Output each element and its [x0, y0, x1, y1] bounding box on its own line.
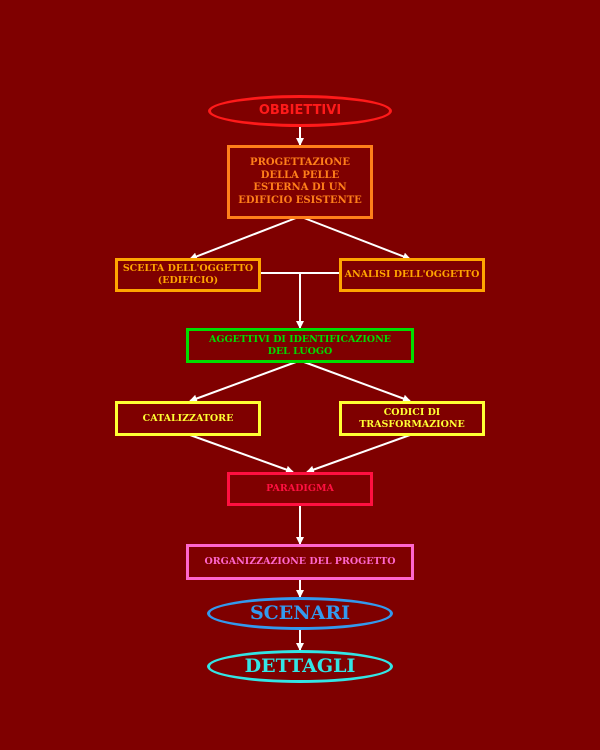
- arrow-catalizzatore-to-paradigma: [189, 434, 294, 474]
- node-codici: CODICI DI TRASFORMAZIONE: [339, 401, 485, 436]
- arrow-progettazione-to-scelta: [189, 217, 297, 261]
- node-analisi: ANALISI DELL'OGGETTO: [339, 258, 485, 292]
- node-catalizzatore-label: CATALIZZATORE: [142, 412, 234, 424]
- node-scenari-label: SCENARI: [249, 601, 351, 624]
- node-aggettivi-label: AGGETTIVI DI IDENTIFICAZIONE DEL LUOGO: [208, 333, 391, 357]
- node-progettazione: PROGETTAZIONE DELLA PELLE ESTERNA DI UN …: [227, 145, 373, 219]
- node-progettazione-label: PROGETTAZIONE DELLA PELLE ESTERNA DI UN …: [238, 157, 362, 206]
- node-paradigma: PARADIGMA: [227, 472, 373, 506]
- node-dettagli: DETTAGLI: [207, 650, 393, 683]
- node-scenari: SCENARI: [207, 597, 393, 630]
- node-scelta-label: SCELTA DELL'OGGETTO (EDIFICIO): [122, 263, 254, 286]
- node-obiettivi: OBBIETTIVI: [208, 95, 392, 127]
- node-codici-label: CODICI DI TRASFORMAZIONE: [359, 406, 465, 430]
- node-organizzazione-label: ORGANIZZAZIONE DEL PROGETTO: [204, 556, 396, 568]
- node-dettagli-label: DETTAGLI: [244, 654, 356, 677]
- node-paradigma-label: PARADIGMA: [266, 483, 334, 495]
- arrow-progettazione-to-analisi: [303, 217, 411, 261]
- node-obiettivi-label: OBBIETTIVI: [258, 102, 342, 118]
- node-analisi-label: ANALISI DELL'OGGETTO: [344, 269, 480, 281]
- arrow-codici-to-paradigma: [306, 434, 411, 474]
- arrow-aggettivi-to-catalizzatore: [189, 361, 297, 403]
- node-organizzazione: ORGANIZZAZIONE DEL PROGETTO: [186, 544, 414, 580]
- arrow-aggettivi-to-codici: [303, 361, 411, 403]
- node-catalizzatore: CATALIZZATORE: [115, 401, 261, 436]
- node-aggettivi: AGGETTIVI DI IDENTIFICAZIONE DEL LUOGO: [186, 328, 414, 363]
- node-scelta: SCELTA DELL'OGGETTO (EDIFICIO): [115, 258, 261, 292]
